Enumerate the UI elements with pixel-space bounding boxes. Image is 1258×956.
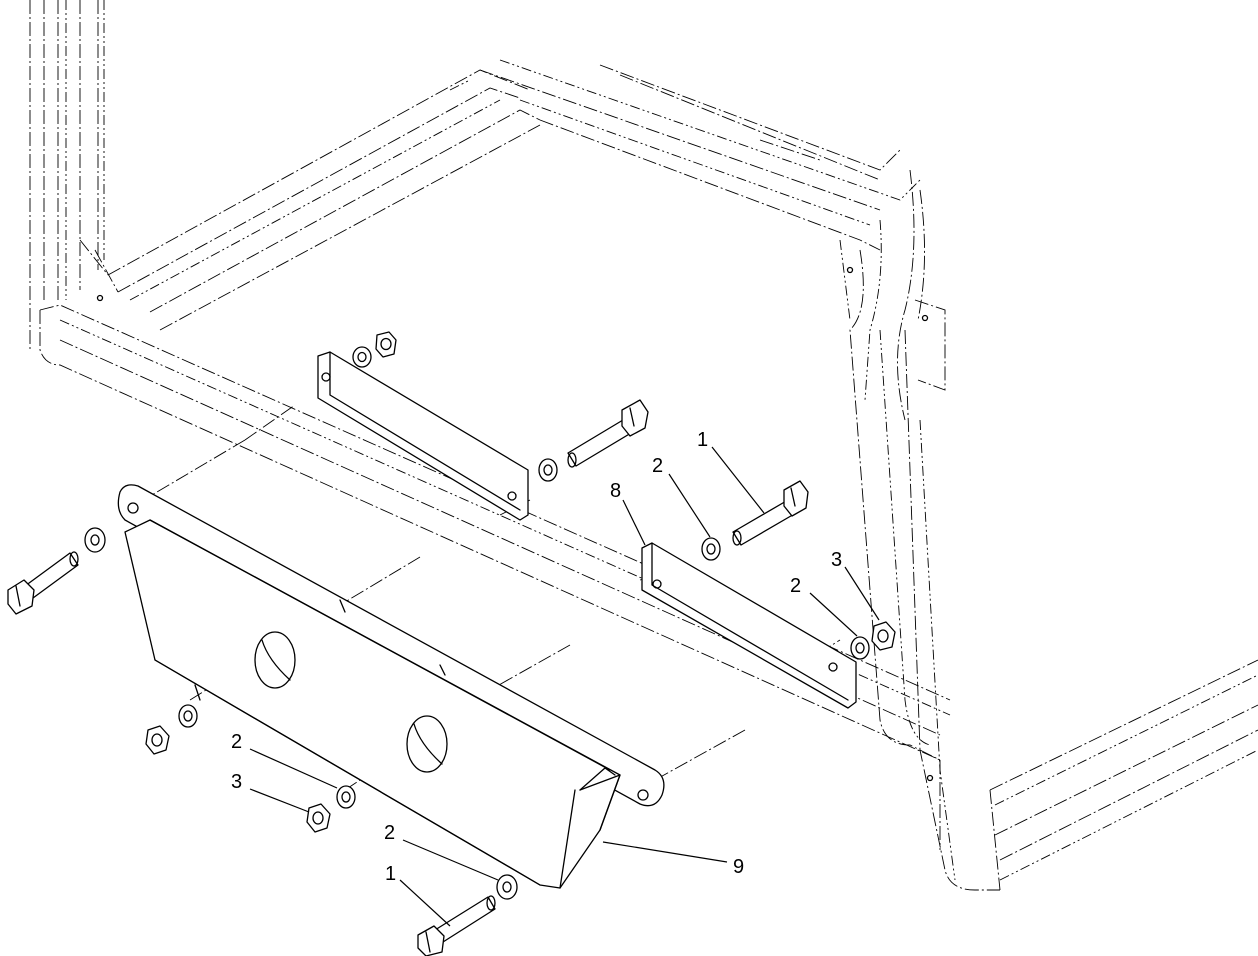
callout-2-left: 2 xyxy=(231,731,242,753)
callout-8: 8 xyxy=(610,480,621,502)
callout-9: 9 xyxy=(733,856,744,878)
counterweight-item-9 xyxy=(117,484,665,889)
callout-2-right: 2 xyxy=(790,575,801,597)
callout-3-left: 3 xyxy=(231,771,242,793)
callouts: 1 2 8 3 2 2 3 2 9 1 xyxy=(231,429,842,885)
upper-tie-plate xyxy=(317,351,529,521)
phantom-frame xyxy=(29,0,1258,891)
upper-bolt-washer xyxy=(538,399,649,482)
callout-3-right: 3 xyxy=(831,549,842,571)
callout-1-bottom: 1 xyxy=(385,863,396,885)
bottom-bolt-washer xyxy=(417,874,518,956)
callout-1-top: 1 xyxy=(697,429,708,451)
middle-washer-nut xyxy=(306,785,356,833)
lower-left-washer-nut xyxy=(145,704,198,755)
leader-lines xyxy=(249,446,880,927)
callout-2-top: 2 xyxy=(652,455,663,477)
upper-washer-nut xyxy=(352,331,397,368)
tie-plate-item-8 xyxy=(641,542,857,709)
right-bolt-washer xyxy=(701,480,809,561)
right-washer-nut xyxy=(850,621,896,660)
callout-2-bottom: 2 xyxy=(384,822,395,844)
left-bolt-washer xyxy=(7,527,106,615)
